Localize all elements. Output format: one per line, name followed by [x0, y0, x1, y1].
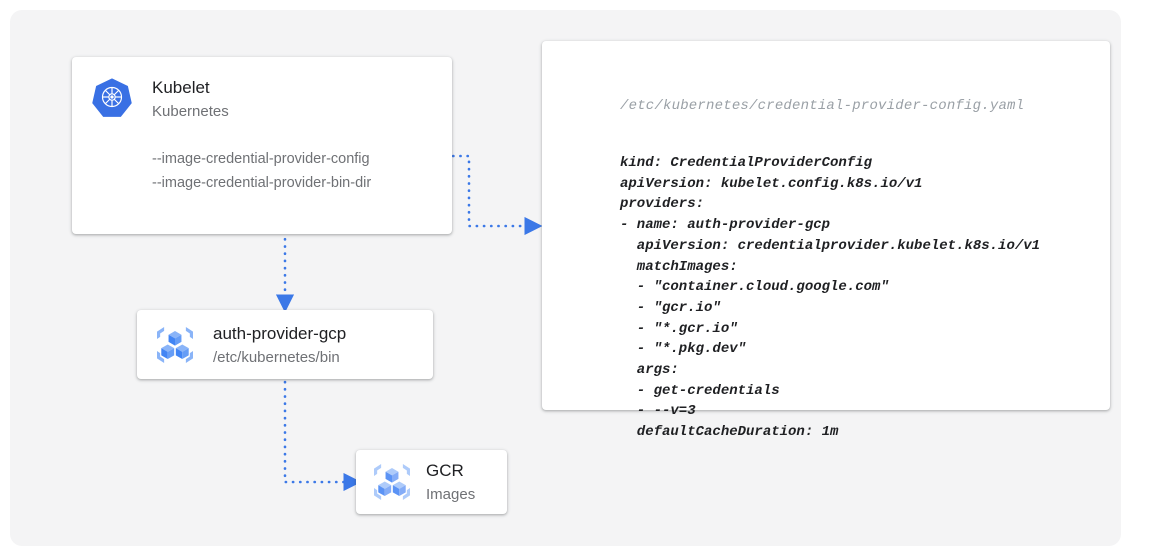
kubelet-flag-list: --image-credential-provider-config --ima…	[152, 147, 371, 195]
config-yaml-content: kind: CredentialProviderConfig apiVersio…	[620, 155, 1041, 441]
auth-provider-gcp-content: auth-provider-gcp /etc/kubernetes/bin	[151, 321, 346, 369]
container-registry-icon	[368, 458, 416, 506]
gcr-title: GCR	[426, 460, 464, 480]
kubernetes-logo-icon	[92, 77, 132, 117]
kubelet-subtitle: Kubernetes	[152, 103, 229, 120]
kubelet-flag-bin-dir: --image-credential-provider-bin-dir	[152, 175, 372, 191]
config-file-path: /etc/kubernetes/credential-provider-conf…	[620, 98, 1025, 114]
kubelet-title: Kubelet	[152, 78, 210, 97]
credential-provider-config-panel[interactable]: /etc/kubernetes/credential-provider-conf…	[542, 41, 1110, 440]
gcr-content: GCR Images	[368, 458, 475, 506]
auth-provider-gcp-title: auth-provider-gcp	[213, 323, 347, 343]
kubelet-node-card[interactable]: Kubelet Kubernetes --image-credential-pr…	[72, 57, 452, 234]
kubelet-flag-config: --image-credential-provider-config	[152, 151, 370, 167]
auth-provider-gcp-subtitle: /etc/kubernetes/bin	[213, 348, 340, 366]
container-registry-icon	[151, 321, 199, 369]
gcr-subtitle: Images	[426, 485, 476, 503]
auth-provider-gcp-node-card[interactable]: auth-provider-gcp /etc/kubernetes/bin	[137, 310, 433, 379]
gcr-node-card[interactable]: GCR Images	[356, 450, 507, 514]
kubelet-header: Kubelet Kubernetes	[92, 77, 229, 122]
